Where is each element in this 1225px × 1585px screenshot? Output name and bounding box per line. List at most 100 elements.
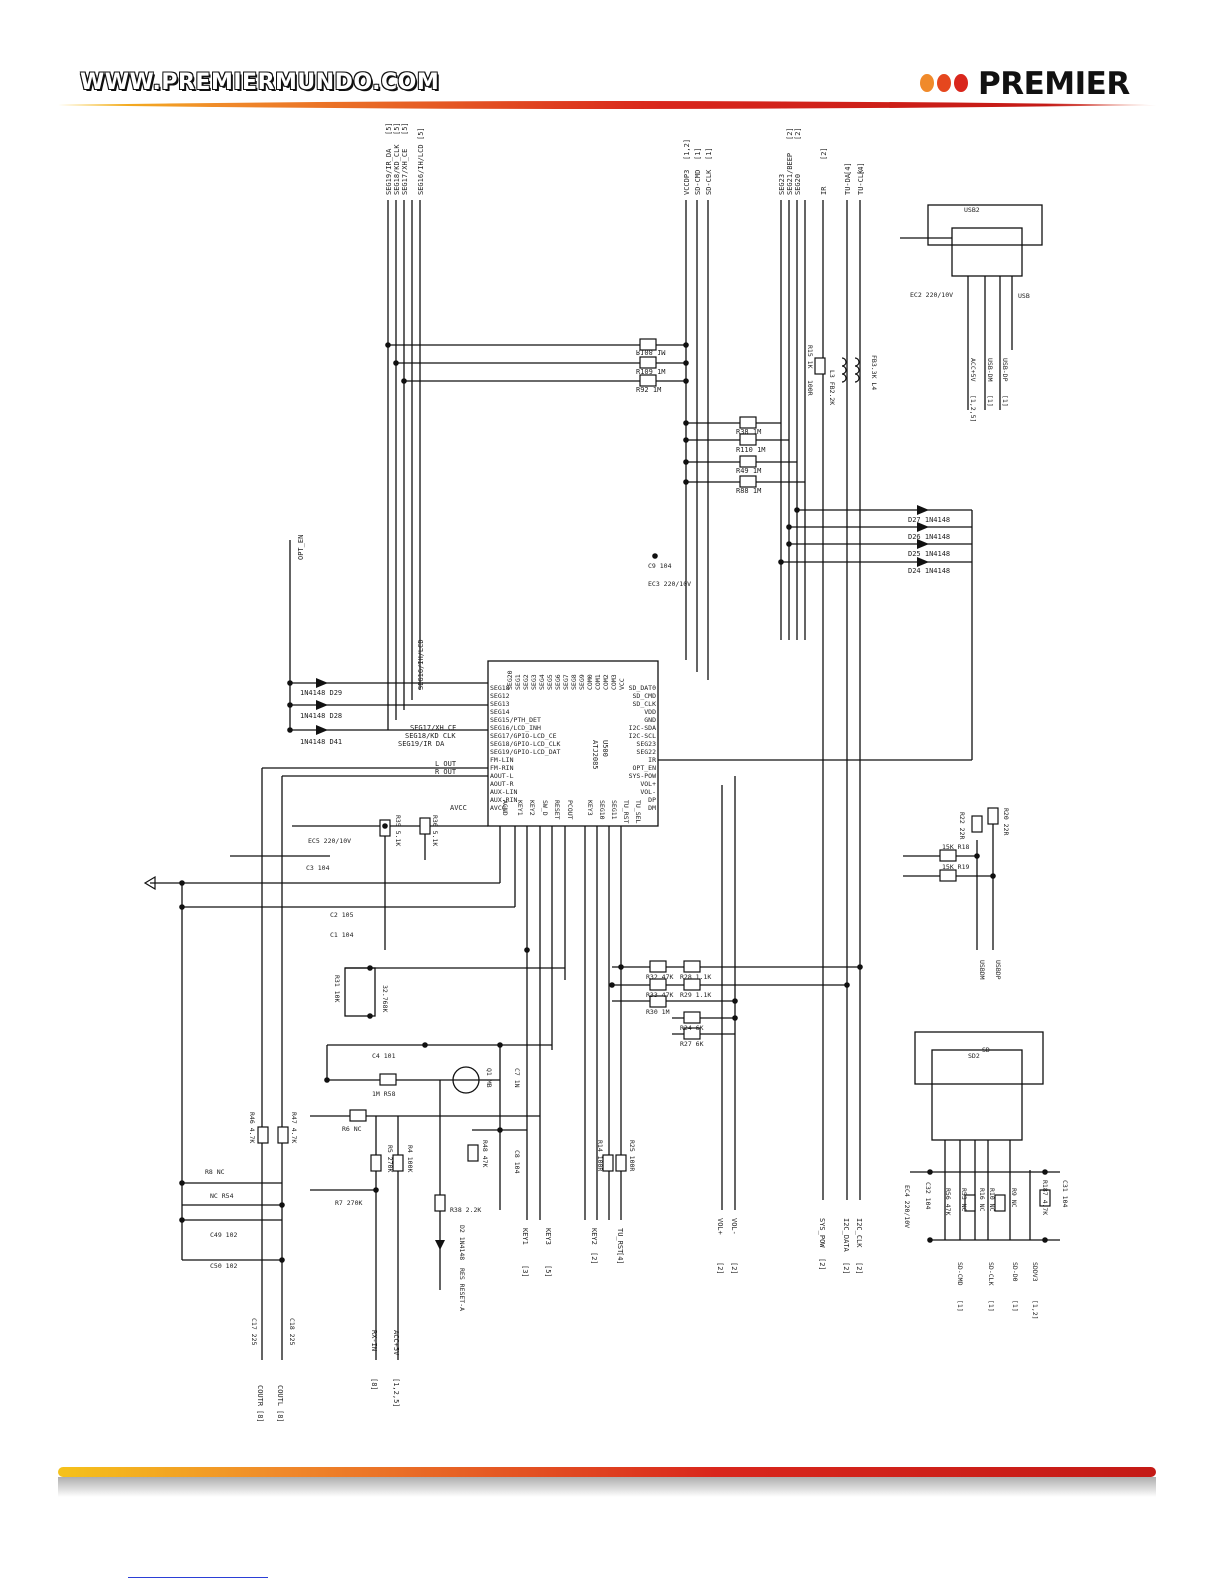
ref-seg19: [5] [385,122,393,135]
ref-sys-pow: [2] [818,1258,826,1271]
usb-res-r20: R20 22R [1002,808,1010,835]
ic-right-pin-37: SYS-POW [629,772,656,780]
switch-reset: RES RESET-A [458,1268,466,1311]
ic-bottom-pin-8: SEG10 [598,800,606,820]
ic-right-pin-41: SEG23 [636,740,656,748]
net-seg16: SEG16/IH/LCD [417,639,425,690]
res-r8: R8 NC [205,1168,225,1176]
ic-top-pin-10: SEG9 [578,674,586,690]
net-acc5v: ACC+5V [392,1330,400,1356]
ref-acc5v: [1,2,5] [392,1378,400,1408]
ic-left-pin-10: FM-LIN [490,756,514,764]
ic-top-pin-14: COM3 [610,674,618,690]
ic-bottom-pin-2: KEY1 [516,800,524,816]
ic-bottom-pin-11: TU_SEL [634,800,642,824]
ic-top-pin-6: SEG5 [546,674,554,690]
ic-right-pin-36: VOL+ [640,780,656,788]
footer-link-underline[interactable] [128,1577,268,1578]
res-r33: R33 47K [646,991,673,999]
ref-coutl: [8] [276,1410,284,1423]
inductor-r15: R15 1K [806,345,814,369]
res-r58: 1M R58 [372,1090,396,1098]
ref-i2c-data: [2] [842,1262,850,1275]
net-opt-en: OPT_EN [297,535,305,560]
net-key3: KEY3 [544,1228,552,1245]
ic-right-pin-42: I2C-SCL [629,732,656,740]
diode-d24: D24 1N4148 [908,567,950,575]
res-r92: R92 1M [636,386,661,394]
sd-r53: R53 NC [960,1188,968,1212]
ic-left-pin-7: SEG17/GPIO-LCD_CE [490,732,557,740]
inductor-l3: L3 FB2.2K [828,370,836,405]
res-r7: R7 270K [335,1199,362,1207]
usb-bottom-dp: USBDP [994,960,1002,980]
sd-ref: SD2 [968,1052,980,1060]
cap-c49: C49 102 [210,1231,237,1239]
label-seg23: SEG23 [778,174,786,195]
ic-left-pin-2: SEG12 [490,692,510,700]
ref-tu-rst: [4] [616,1252,624,1265]
ic-left-pin-13: AOUT-R [490,780,514,788]
ic-right-pin-35: VOL- [640,788,656,796]
cap-c3: C3 104 [306,864,330,872]
ref-i2c-clk: [2] [855,1262,863,1275]
ic-left-pin-1: SEG18 [490,684,510,692]
usb-res-r19: 15K R19 [942,863,969,871]
ref-sd-cmd: [1] [694,147,702,160]
diode-d28: 1N4148 D28 [300,712,342,720]
res-r46: R46 4.7K [248,1112,256,1143]
ic-top-pin-15: VCC [618,678,626,690]
label-sd-clk: SD-CLK [705,169,713,195]
net-key2: KEY2 [590,1228,598,1245]
ref-key3: [5] [544,1265,552,1278]
label-seg20: SEG20 [794,174,802,195]
ic-left-pin-8: SEG18/GPIO-LCD_CLK [490,740,561,748]
bottom-divider-band [58,1467,1156,1497]
ic-bottom-pin-9: SEG11 [610,800,618,820]
res-r14: R14 100R [596,1140,604,1171]
ic-top-pin-9: SEG8 [570,674,578,690]
sd-r10: R10 NC [988,1188,996,1212]
ic-top-pin-1: SEG20 [506,670,514,690]
diode-d27: D27 1N4148 [908,516,950,524]
res-r5: R5 270K [386,1145,394,1172]
ic-bottom-pin-4: SW_D [541,800,549,816]
ic-right-pin-34: DP [648,796,656,804]
ic-left-pin-12: AOUT-L [490,772,514,780]
net-i2c-data: I2C_DATA [842,1218,850,1253]
sd-dv3: SDDV3 [1031,1262,1039,1282]
label-tu-clk: TU-CLK [857,169,865,195]
sd-r9: R9 NC [1010,1188,1018,1208]
sd-r16: R16 NC [978,1188,986,1212]
usb-acc5v: ACC+5V [969,358,977,382]
usb-res-r18: 15K R18 [942,843,969,851]
sd-cmd: SD-CMD [956,1262,964,1286]
sd-title: SD [982,1046,990,1054]
ic-left-pin-4: SEG14 [490,708,510,716]
label-sd-cmd: SD-CMD [694,170,702,195]
res-r4: R4 100K [406,1145,414,1172]
sd-c31: C31 104 [1061,1180,1069,1207]
ic-right-pin-33: DM [648,804,656,812]
usb-tag: USB [1018,292,1030,300]
ic-ref: U500 [601,740,609,757]
usb-dm: USB-DM [986,358,994,382]
diode-d25: D25 1N4148 [908,550,950,558]
label-seg19: SEG19/IR_DA [385,148,393,195]
diode-d29: 1N4148 D29 [300,689,342,697]
res-r38: R38 1M [736,428,761,436]
res-r49: R49 1M [736,467,761,475]
res-r27: R27 6K [680,1040,704,1048]
ic-part: ATJ2085 [591,740,599,770]
net-coutr: COUTR [256,1385,264,1407]
sd-clk: SD-CLK [987,1262,995,1286]
cap-c1: C1 104 [330,931,354,939]
ref-rx-in: [8] [370,1378,378,1391]
net-tu-rst: TU_RST [616,1228,624,1254]
res-r29: R29 1.1K [680,991,711,999]
inductor-l4: FB3.3K L4 [870,355,878,390]
ic-left-pin-6: SEG16/LCD_INH [490,724,541,732]
ref-seg21: [2] [786,127,794,140]
inductor-100r: 100R [806,380,814,396]
